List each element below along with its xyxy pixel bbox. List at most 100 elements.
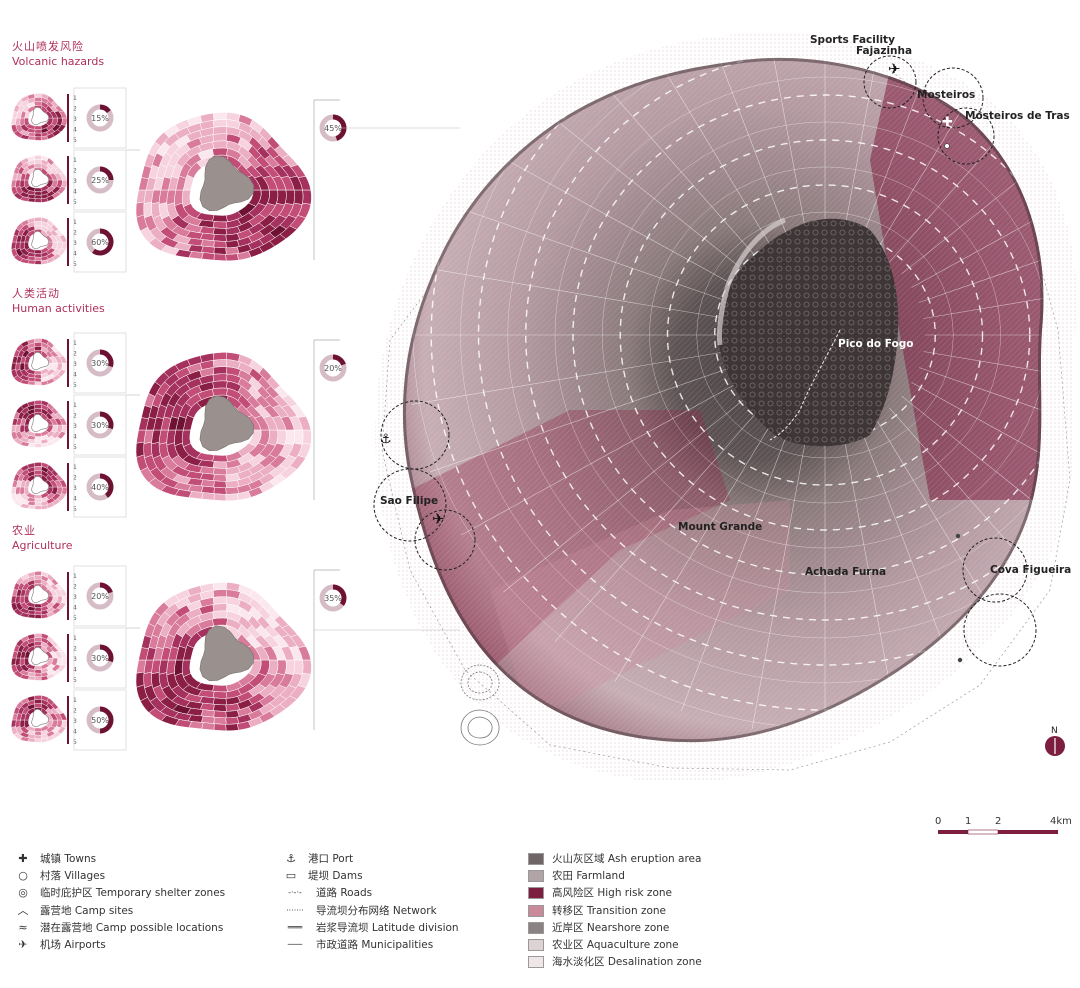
risk-scale-tick: 2: [73, 475, 77, 482]
risk-scale-tick: 5: [73, 382, 77, 389]
legend-label: 近岸区 Nearshore zone: [552, 921, 670, 934]
legend-label: 转移区 Transition zone: [552, 904, 667, 917]
legend-item: 火山灰区域 Ash eruption area: [528, 851, 701, 867]
legend-label: 堤坝 Dams: [308, 870, 363, 883]
legend-label: 岩浆导流坝 Latitude division: [316, 921, 459, 934]
risk-scale-tick: 2: [73, 708, 77, 715]
crater: [31, 646, 50, 665]
donut-percent-label: 30%: [91, 654, 109, 663]
scale-tick-2: 2: [995, 816, 1001, 827]
solid-line-icon: ───: [287, 940, 303, 949]
small-risk-map: [11, 633, 68, 681]
legend-label: 村落 Villages: [40, 870, 106, 883]
analysis-diagrams: 1234515%1234525%1234560%45%1234530%12345…: [11, 87, 460, 751]
legend-swatch: [528, 921, 544, 934]
anchor-icon: ⚓: [286, 852, 296, 865]
ring-icon: ◎: [18, 886, 28, 900]
risk-scale-tick: 1: [73, 219, 77, 226]
island-map: ✈ ✈ ⚓ ✚ Sports Facility Fajazinha Mostei…: [373, 32, 1077, 783]
legend-label: 城镇 Towns: [40, 853, 97, 865]
rect-icon: ▭: [285, 869, 297, 883]
donut-chart: 30%: [86, 644, 114, 672]
risk-scale-tick: 5: [73, 199, 77, 206]
map-label-cova-figueira: Cova Figueira: [990, 564, 1071, 576]
risk-scale-tick: 3: [73, 718, 77, 725]
legend-label: 火山灰区域 Ash eruption area: [552, 853, 702, 865]
map-label-fajazinha: Fajazinha: [856, 45, 912, 57]
risk-scale-tick: 4: [73, 729, 77, 736]
small-risk-map: [11, 93, 68, 141]
risk-scale-tick: 3: [73, 178, 77, 185]
donut-percent-label: 30%: [91, 359, 109, 368]
north-arrow: N: [1045, 726, 1065, 756]
legend-item: 近岸区 Nearshore zone: [528, 920, 669, 936]
donut-percent-label: 30%: [91, 421, 109, 430]
legend-item: ◎ 临时庇护区 Temporary shelter zones: [14, 885, 225, 901]
donut-percent-label: 45%: [324, 124, 342, 133]
legend-item: 转移区 Transition zone: [528, 903, 666, 919]
map-label-mosteiros-de-tras: Mosteiros de Tras: [965, 110, 1070, 122]
donut-chart: 25%: [86, 166, 114, 194]
risk-scale-tick: 3: [73, 423, 77, 430]
crater: [199, 395, 255, 452]
north-label: N: [1051, 726, 1058, 736]
cross-icon: ✚: [942, 115, 953, 130]
risk-scale-tick: 5: [73, 677, 77, 684]
legend-item: ⚓ 港口 Port: [282, 851, 353, 867]
crater: [31, 708, 50, 727]
risk-scale-tick: 2: [73, 351, 77, 358]
small-risk-map: [11, 217, 68, 265]
legend-item: ✚ 城镇 Towns: [14, 851, 96, 867]
donut-percent-label: 20%: [91, 592, 109, 601]
risk-scale-tick: 4: [73, 667, 77, 674]
legend-swatch: [528, 904, 544, 917]
legend-swatch: [528, 870, 544, 883]
risk-scale-tick: 1: [73, 157, 77, 164]
donut-chart: 30%: [86, 349, 114, 377]
donut-percent-label: 50%: [91, 716, 109, 725]
scale-tick-0: 0: [935, 816, 941, 827]
lava-flow-trail: [769, 329, 841, 441]
donut-chart: 40%: [86, 473, 114, 501]
cross-icon: ✚: [18, 852, 28, 865]
shelter-zone-circles: [373, 55, 1037, 667]
risk-scale-tick: 1: [73, 95, 77, 102]
donut-chart: 20%: [86, 582, 114, 610]
double-line-icon: ═══: [287, 922, 303, 932]
risk-scale-tick: 4: [73, 372, 77, 379]
legend-item: ○村落 Villages: [14, 868, 105, 884]
risk-scale-tick: 1: [73, 697, 77, 704]
map-label-mount-grande: Mount Grande: [678, 521, 762, 533]
donut-chart: 50%: [86, 706, 114, 734]
map-label-sports-facility: Sports Facility: [810, 34, 895, 46]
donut-percent-label: 40%: [91, 483, 109, 492]
risk-scale-tick: 2: [73, 168, 77, 175]
anchor-icon: ⚓: [380, 432, 392, 447]
large-composite-map: [135, 112, 312, 262]
legend-label: 临时庇护区 Temporary shelter zones: [40, 887, 226, 900]
small-risk-map: [11, 400, 68, 448]
map-label-achada-furna: Achada Furna: [805, 566, 886, 578]
crater: [31, 106, 50, 125]
map-label-sao-filipe: Sao Filipe: [380, 495, 438, 507]
risk-scale-tick: 3: [73, 116, 77, 123]
donut-percent-label: 20%: [324, 364, 342, 373]
dotted-line-icon: ·······: [286, 905, 304, 915]
risk-scale-tick: 4: [73, 434, 77, 441]
donut-percent-label: 60%: [91, 238, 109, 247]
village-dot: [955, 533, 961, 539]
risk-scale-tick: 2: [73, 413, 77, 420]
legend-label: 农业区 Aquaculture zone: [552, 939, 679, 951]
risk-scale-tick: 3: [73, 656, 77, 663]
small-risk-map: [11, 338, 68, 386]
risk-scale-tick: 5: [73, 261, 77, 268]
legend-label: 导流坝分布网络 Network: [316, 904, 437, 917]
risk-scale-tick: 2: [73, 230, 77, 237]
legend-label: 港口 Port: [308, 853, 354, 865]
airplane-icon: ✈: [432, 510, 445, 528]
legend-label: 海水淡化区 Desalination zone: [552, 956, 702, 969]
crater: [31, 168, 50, 187]
village-dot: [944, 143, 950, 149]
legend-swatch: [528, 956, 544, 969]
legend-label: 农田 Farmland: [552, 870, 625, 883]
